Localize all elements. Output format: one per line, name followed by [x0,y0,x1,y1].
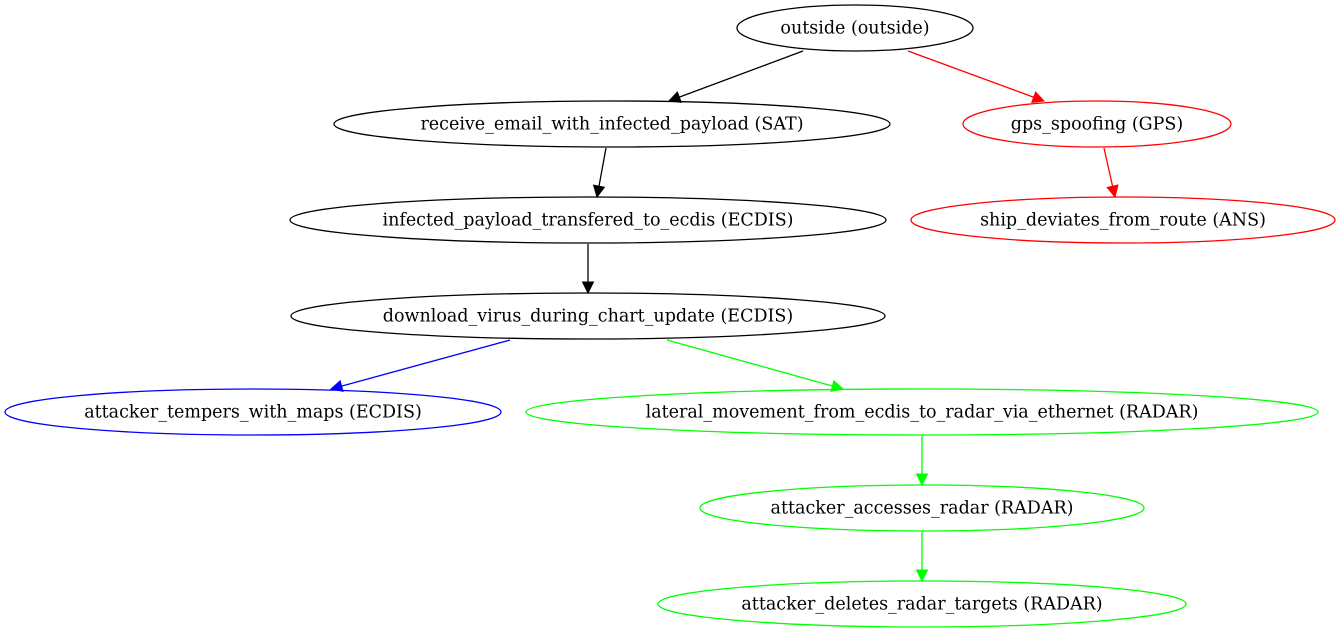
node-ellipse [4,388,502,436]
edge-download_virus-to-lateral_movement [666,339,845,392]
node-label: outside (outside) [780,19,929,39]
edge-accesses_radar-to-deletes_targets [915,532,929,583]
edge-receive_email-to-infected_transfer [592,147,607,199]
arrowhead-icon [581,281,595,295]
node-ellipse [699,484,1145,532]
node-label: ship_deviates_from_route (ANS) [980,211,1266,231]
node-ellipse [657,580,1187,628]
edge-outside-to-receive_email [667,50,804,103]
node-ellipse [333,100,891,148]
nodes-layer: outside (outside) receive_email_with_infe… [4,4,1336,628]
node-label: attacker_accesses_radar (RADAR) [771,499,1074,519]
edge-infected_transfer-to-download_virus [581,244,595,295]
node-label: attacker_deletes_radar_targets (RADAR) [741,595,1102,615]
node-ellipse [736,4,974,52]
arrowhead-icon [592,184,606,199]
arrowhead-icon [830,379,845,392]
node-gps_spoofing: gps_spoofing (GPS) [962,100,1232,148]
edge-gps_spoofing-to-ship_deviates [1103,147,1119,199]
node-label: gps_spoofing (GPS) [1011,115,1184,135]
node-ellipse [910,196,1336,244]
node-outside: outside (outside) [736,4,974,52]
edge-line [341,339,511,387]
node-ellipse [289,196,887,244]
edge-line [1103,147,1114,187]
arrowhead-icon [1106,184,1119,199]
node-lateral_movement: lateral_movement_from_ecdis_to_radar_via… [525,388,1319,436]
node-ellipse [290,292,886,340]
node-label: lateral_movement_from_ecdis_to_radar_via… [646,403,1199,423]
node-accesses_radar: attacker_accesses_radar (RADAR) [699,484,1145,532]
node-receive_email: receive_email_with_infected_payload (SAT… [333,100,891,148]
node-label: infected_payload_transfered_to_ecdis (EC… [382,211,793,231]
node-deletes_targets: attacker_deletes_radar_targets (RADAR) [657,580,1187,628]
edge-line [907,50,1034,98]
edge-line [598,147,607,187]
arrowhead-icon [667,91,682,103]
node-ship_deviates: ship_deviates_from_route (ANS) [910,196,1336,244]
edge-line [666,339,833,387]
node-label: attacker_tempers_with_maps (ECDIS) [84,403,422,423]
node-infected_transfer: infected_payload_transfered_to_ecdis (EC… [289,196,887,244]
arrowhead-icon [915,569,929,583]
node-ellipse [962,100,1232,148]
edge-line [679,50,804,98]
arrowhead-icon [915,473,929,487]
arrowhead-icon [1031,91,1046,103]
edges-layer [329,50,1119,583]
node-download_virus: download_virus_during_chart_update (ECDI… [290,292,886,340]
edge-outside-to-gps_spoofing [907,50,1046,103]
edge-lateral_movement-to-accesses_radar [915,436,929,487]
node-label: receive_email_with_infected_payload (SAT… [420,115,803,135]
edge-download_virus-to-tempers_maps [329,339,511,393]
node-label: download_virus_during_chart_update (ECDI… [383,307,793,327]
node-tempers_maps: attacker_tempers_with_maps (ECDIS) [4,388,502,436]
node-ellipse [525,388,1319,436]
